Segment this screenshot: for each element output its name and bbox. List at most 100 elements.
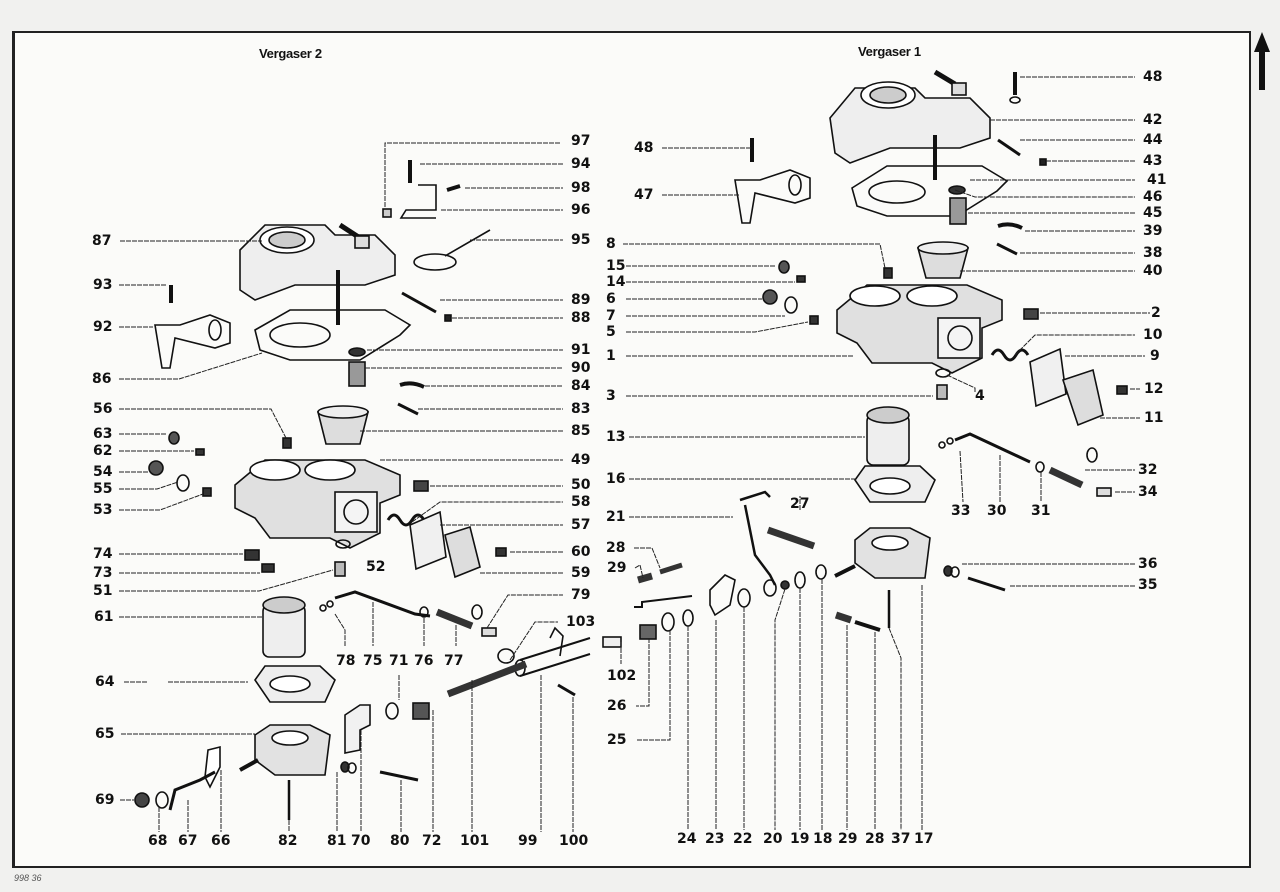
callout-label: 56 <box>93 401 113 417</box>
callout-label: 41 <box>1147 172 1167 188</box>
callout-label: 20 <box>763 831 783 847</box>
callout-label: 1 <box>606 348 616 364</box>
callout-label: 14 <box>606 274 626 290</box>
callout-label: 46 <box>1143 189 1163 205</box>
callout-label: 53 <box>93 502 113 518</box>
callout-label: 50 <box>571 477 591 493</box>
callout-label: 38 <box>1143 245 1163 261</box>
callout-label: 21 <box>606 509 626 525</box>
callout-label: 44 <box>1143 132 1163 148</box>
callout-label: 2 <box>1151 305 1161 321</box>
callout-label: 17 <box>914 831 934 847</box>
callout-label: 15 <box>606 258 626 274</box>
callout-label: 32 <box>1138 462 1158 478</box>
callout-label: 58 <box>571 494 591 510</box>
callout-label: 74 <box>93 546 113 562</box>
callout-label: 101 <box>460 833 490 849</box>
callout-label: 71 <box>389 653 409 669</box>
callout-label: 77 <box>444 653 464 669</box>
part-bracket-92 <box>154 314 231 369</box>
callout-label: 34 <box>1138 484 1158 500</box>
document-code: 998 36 <box>14 873 42 883</box>
callout-label: 88 <box>571 310 591 326</box>
section-title-vergaser-2: Vergaser 2 <box>259 46 322 61</box>
callout-label: 90 <box>571 360 591 376</box>
callout-label: 100 <box>559 833 589 849</box>
callout-label: 95 <box>571 232 591 248</box>
callout-label: 37 <box>891 831 911 847</box>
callout-label: 85 <box>571 423 591 439</box>
callout-label: 80 <box>390 833 410 849</box>
callout-label: 6 <box>606 291 616 307</box>
callout-label: 29 <box>838 831 858 847</box>
callout-label: 94 <box>571 156 591 172</box>
callout-label: 5 <box>606 324 616 340</box>
callout-label: 8 <box>606 236 616 252</box>
callout-label: 4 <box>975 388 985 404</box>
callout-label: 65 <box>95 726 115 742</box>
callout-label: 87 <box>92 233 112 249</box>
part-body-1 <box>836 284 1003 374</box>
callout-label: 96 <box>571 202 591 218</box>
callout-label: 61 <box>94 609 114 625</box>
callout-label: 28 <box>865 831 885 847</box>
up-arrow-icon <box>1254 32 1270 90</box>
callout-label: 48 <box>1143 69 1163 85</box>
callout-label: 70 <box>351 833 371 849</box>
callout-label: 52 <box>366 559 386 575</box>
callout-label: 83 <box>571 401 591 417</box>
callout-label: 82 <box>278 833 298 849</box>
callout-label: 91 <box>571 342 591 358</box>
callout-label: 18 <box>813 831 833 847</box>
callout-label: 84 <box>571 378 591 394</box>
callout-label: 7 <box>606 308 616 324</box>
callout-label: 16 <box>606 471 626 487</box>
callout-label: 28 <box>606 540 626 556</box>
callout-label: 75 <box>363 653 383 669</box>
callout-label: 68 <box>148 833 168 849</box>
callout-label: 49 <box>571 452 591 468</box>
callout-label: 35 <box>1138 577 1158 593</box>
callout-label: 54 <box>93 464 113 480</box>
callout-label: 63 <box>93 426 113 442</box>
callout-label: 93 <box>93 277 113 293</box>
callout-label: 72 <box>422 833 442 849</box>
callout-label: 19 <box>790 831 810 847</box>
callout-label: 76 <box>414 653 434 669</box>
callout-label: 57 <box>571 517 591 533</box>
part-gasket-41 <box>851 165 1009 217</box>
callout-label: 10 <box>1143 327 1163 343</box>
diagram-frame <box>12 31 1251 868</box>
callout-label: 45 <box>1143 205 1163 221</box>
callout-label: 42 <box>1143 112 1163 128</box>
callout-label: 43 <box>1143 153 1163 169</box>
callout-label: 60 <box>571 544 591 560</box>
callout-label: 48 <box>634 140 654 156</box>
callout-label: 29 <box>607 560 627 576</box>
callout-label: 31 <box>1031 503 1051 519</box>
callout-label: 30 <box>987 503 1007 519</box>
callout-label: 66 <box>211 833 231 849</box>
part-top-cover-1 <box>829 69 991 180</box>
callout-label: 81 <box>327 833 347 849</box>
callout-label: 55 <box>93 481 113 497</box>
part-gasket-86 <box>254 309 412 361</box>
callout-label: 39 <box>1143 223 1163 239</box>
callout-label: 99 <box>518 833 538 849</box>
callout-label: 13 <box>606 429 626 445</box>
callout-label: 59 <box>571 565 591 581</box>
callout-label: 64 <box>95 674 115 690</box>
callout-label: 78 <box>336 653 356 669</box>
callout-label: 51 <box>93 583 113 599</box>
callout-label: 47 <box>634 187 654 203</box>
callout-label: 73 <box>93 565 113 581</box>
callout-label: 40 <box>1143 263 1163 279</box>
part-top-cover-2 <box>239 222 396 325</box>
callout-label: 22 <box>733 831 753 847</box>
callout-label: 86 <box>92 371 112 387</box>
callout-label: 89 <box>571 292 591 308</box>
callout-label: 11 <box>1144 410 1164 426</box>
callout-label: 62 <box>93 443 113 459</box>
